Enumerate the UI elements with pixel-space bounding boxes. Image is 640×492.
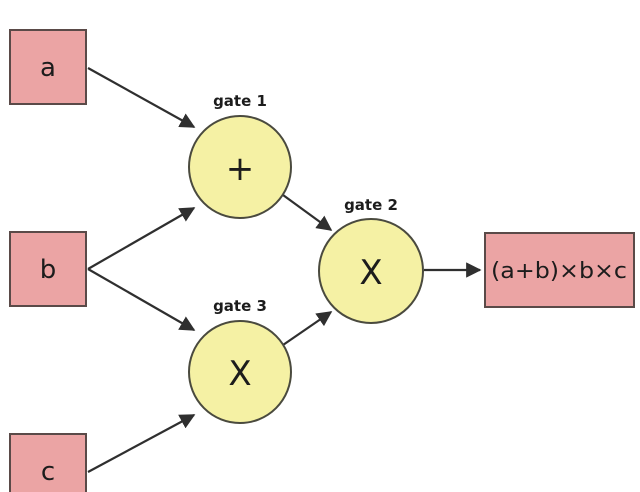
gate-3-node: gate 3 X <box>188 297 292 424</box>
gate-2-operator: X <box>359 253 382 293</box>
gate-2-node: gate 2 X <box>318 196 424 324</box>
input-node-b: b <box>9 231 87 307</box>
output-expression: (a+b)×b×c <box>491 259 627 284</box>
edge-a-to-gate1 <box>87 67 196 128</box>
gate-3-operator: X <box>228 354 251 394</box>
input-label-b: b <box>40 255 57 285</box>
edge-b-to-gate1 <box>87 207 196 270</box>
input-node-c: c <box>9 433 87 492</box>
gate-1-operator: + <box>226 149 255 189</box>
edge-b-to-gate3 <box>87 268 196 331</box>
edge-c-to-gate3 <box>87 414 196 473</box>
input-node-a: a <box>9 29 87 105</box>
gate-1-node: gate 1 + <box>188 92 292 219</box>
edge-gate3-to-gate2 <box>282 311 333 346</box>
gate-1-label: gate 1 <box>213 92 267 110</box>
gate-2-label: gate 2 <box>344 196 398 214</box>
input-label-c: c <box>41 457 55 487</box>
gate-3-label: gate 3 <box>213 297 267 315</box>
input-label-a: a <box>40 53 56 83</box>
edge-gate1-to-gate2 <box>282 194 333 231</box>
output-node: (a+b)×b×c <box>484 232 635 308</box>
